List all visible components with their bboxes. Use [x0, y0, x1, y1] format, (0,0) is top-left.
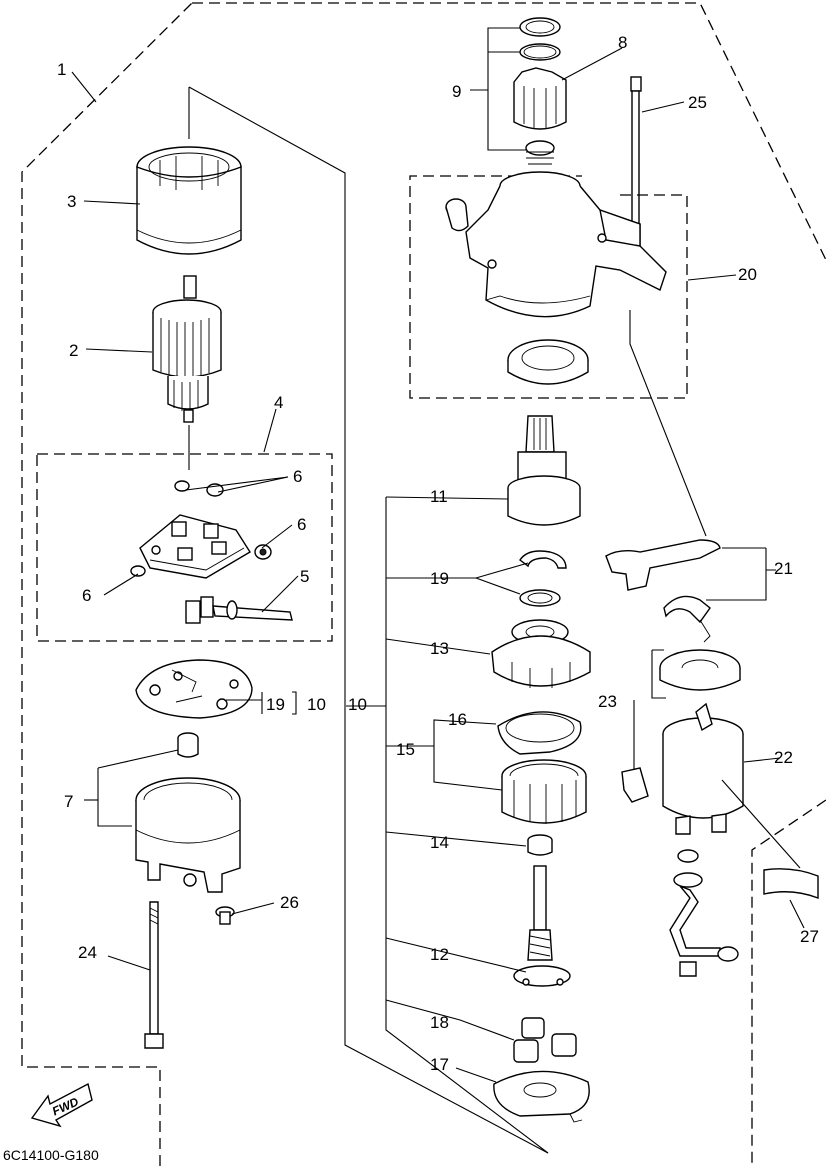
- callout-17: 17: [430, 1055, 449, 1074]
- front-bracket-boundary: [409, 175, 688, 399]
- callout-27: 27: [800, 927, 819, 946]
- callout-5: 5: [300, 567, 309, 586]
- front-bracket: [445, 171, 667, 318]
- callout-6-left: 6: [82, 586, 91, 605]
- callout-19-left: 19: [266, 695, 285, 714]
- callout-8: 8: [618, 33, 627, 52]
- callout-24: 24: [78, 943, 97, 962]
- leader-lines: [71, 27, 805, 1154]
- rear-bracket: [135, 777, 241, 893]
- callout-16: 16: [448, 710, 467, 729]
- brush-holder-boundary: [36, 453, 333, 642]
- ring-16: [497, 711, 582, 755]
- bracket-mark: [292, 691, 297, 715]
- callout-10-left: 10: [307, 695, 326, 714]
- brush-holder: [139, 514, 251, 579]
- armature: [152, 275, 222, 423]
- callout-26: 26: [280, 893, 299, 912]
- solenoid: [662, 702, 744, 863]
- planet-gears: [513, 1017, 577, 1063]
- fwd-arrow-icon: [30, 1082, 93, 1128]
- callout-4: 4: [274, 393, 283, 412]
- through-bolt-24: [144, 901, 164, 1049]
- callout-22: 22: [774, 748, 793, 767]
- callout-1: 1: [57, 60, 66, 79]
- carrier: [491, 619, 591, 688]
- callout-3: 3: [67, 192, 76, 211]
- yoke-housing: [136, 146, 242, 255]
- screw-26: [215, 906, 235, 925]
- strip-27: [763, 868, 819, 900]
- callout-9: 9: [452, 82, 461, 101]
- clip-washer: [519, 550, 567, 607]
- callout-21: 21: [774, 559, 793, 578]
- callout-6-right: 6: [297, 515, 306, 534]
- callout-15: 15: [396, 740, 415, 759]
- callout-12: 12: [430, 945, 449, 964]
- planet-shaft: [513, 865, 571, 987]
- bushing: [177, 732, 199, 758]
- callout-6-top: 6: [293, 467, 302, 486]
- plate-17: [493, 1070, 590, 1123]
- callout-10-main: 10: [348, 695, 367, 714]
- callout-11: 11: [430, 487, 448, 506]
- callout-7: 7: [64, 792, 73, 811]
- callout-14: 14: [430, 833, 449, 852]
- callout-2: 2: [69, 341, 78, 360]
- callout-25: 25: [688, 93, 707, 112]
- pinion-shaft: [507, 415, 581, 526]
- bearing: [507, 339, 589, 385]
- shift-lever: [605, 539, 721, 643]
- callout-23: 23: [598, 692, 617, 711]
- callout-20: 20: [738, 265, 757, 284]
- callout-19-center: 19: [430, 569, 449, 588]
- gear-section-boundary: [188, 86, 549, 1154]
- assembly-boundary: [21, 2, 826, 1166]
- internal-gear: [501, 759, 587, 824]
- brush-spring-screws: [130, 480, 272, 577]
- brush-leads: [185, 596, 293, 624]
- plunger-plate: [621, 649, 741, 803]
- pinion-stack: [513, 17, 567, 165]
- callout-13: 13: [430, 639, 449, 658]
- bushing-14: [527, 834, 553, 856]
- end-plate: [135, 659, 253, 719]
- battery-cable: [669, 872, 739, 977]
- diagram-code: 6C14100-G180: [3, 1147, 99, 1163]
- callout-18: 18: [430, 1013, 449, 1032]
